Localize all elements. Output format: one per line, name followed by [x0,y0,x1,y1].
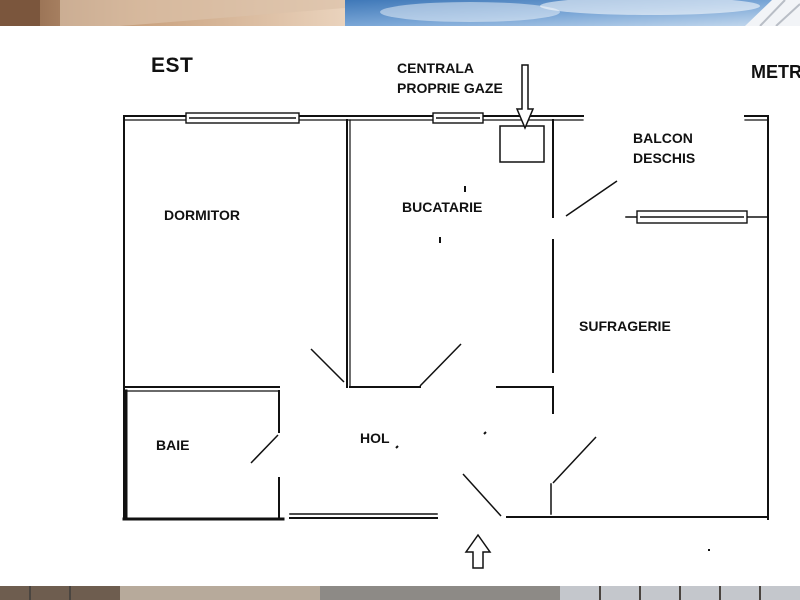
room-label-hall: HOL [360,430,390,446]
entrance-arrow-icon [464,533,492,569]
entrance-door [462,473,502,517]
compass-east-label: EST [151,54,194,77]
bath-door [250,434,279,464]
top-photo-strip [0,0,800,26]
balcony-label-line1: BALCON [633,130,693,146]
floor-plan-drawing [122,64,769,569]
bottom-photo-strip [0,586,800,600]
compass-metro-label: METRO [751,62,800,82]
room-label-kitchen: BUCATARIE [402,199,483,215]
balcony-label-line2: DESCHIS [633,150,696,166]
room-label-bedroom: DORMITOR [164,207,240,223]
room-label-living: SUFRAGERIE [579,318,671,334]
top-photo-background [0,0,800,26]
floor-plan: EST METRO CENTRALA PROPRIE GAZE BALCON D… [0,26,800,586]
boiler-label-line2: PROPRIE GAZE [397,80,503,96]
bottom-photo-background [0,586,800,600]
boiler-arrow-icon [515,64,535,130]
bedroom-door [310,348,345,383]
room-label-bathroom: BAIE [156,437,190,453]
living-door [552,436,597,484]
boiler-label-line1: CENTRALA [397,60,474,76]
boiler-box [499,125,545,163]
kitchen-door [419,343,462,387]
balcony-door [565,180,618,217]
